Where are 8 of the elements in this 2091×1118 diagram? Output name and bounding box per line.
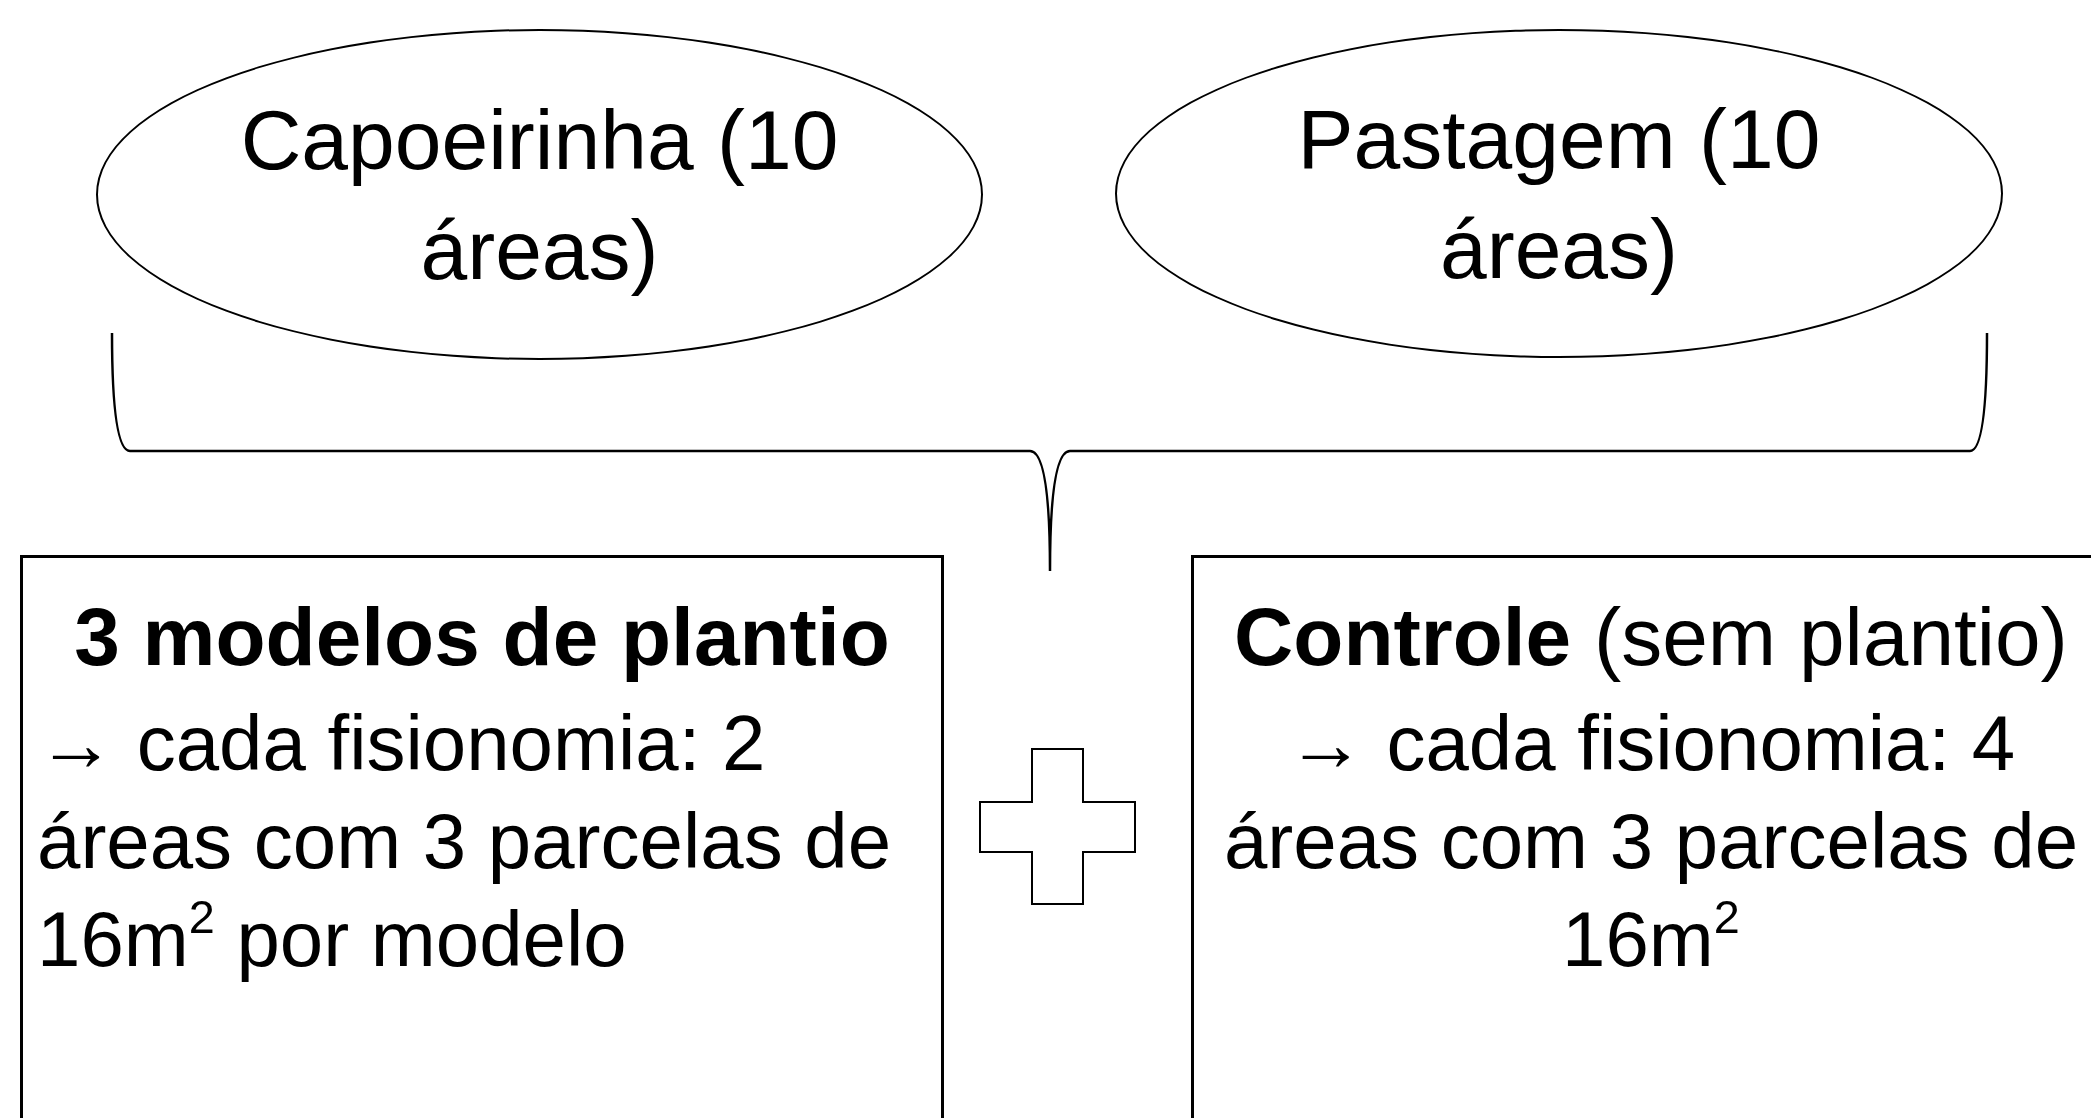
text-box xyxy=(20,555,944,1118)
box-heading: 3 modelos de plantio xyxy=(73,590,891,684)
node-label: Pastagem (10 áreas) xyxy=(1296,90,1822,298)
box-text: → cada fisionomia: 2 áreas com 3 parcelas de 16m$^{2}$ por modelo xyxy=(37,698,893,985)
node-label: Capoeirinha (10 áreas) xyxy=(239,91,840,299)
box-text: → cada fisionomia: 4 áreas com 3 parcelas de 16m$^{2}$ xyxy=(1222,698,2080,985)
text-box xyxy=(1191,555,2091,1118)
box-heading: Controle (sem plantio) xyxy=(1233,590,2069,684)
